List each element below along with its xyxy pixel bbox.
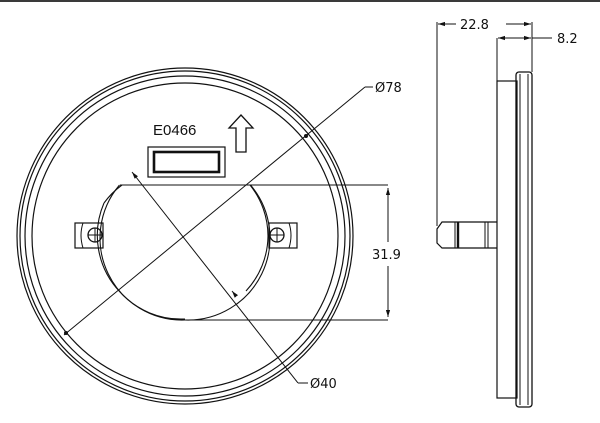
outer-diameter-label: Ø78: [375, 81, 402, 96]
side-view: [436, 21, 552, 408]
up-arrow-icon: [227, 114, 255, 153]
flange-outer: [515, 71, 533, 408]
window-height-label: 31.9: [372, 248, 401, 263]
body-profile: [496, 80, 518, 399]
outer-ring-4: [31, 82, 339, 390]
flange-depth-label: 8.2: [557, 32, 578, 47]
left-clip: [74, 222, 104, 249]
front-view: [16, 67, 391, 405]
outer-diameter-leader: [63, 86, 366, 336]
inner-diameter-label: Ø40: [310, 377, 337, 392]
overall-depth-label: 22.8: [460, 18, 489, 33]
outer-ring-1: [16, 67, 354, 405]
right-clip: [268, 222, 298, 249]
outer-ring-3: [24, 75, 346, 397]
top-border: [0, 0, 600, 2]
aperture-arc-right: [184, 184, 271, 321]
part-label: E0466: [153, 122, 196, 139]
label-window-outer: [147, 146, 226, 178]
outer-ring-2: [19, 70, 351, 402]
connector-profile: [436, 221, 497, 249]
label-window-inner: [152, 150, 221, 174]
inner-diameter-leader: [131, 171, 299, 384]
